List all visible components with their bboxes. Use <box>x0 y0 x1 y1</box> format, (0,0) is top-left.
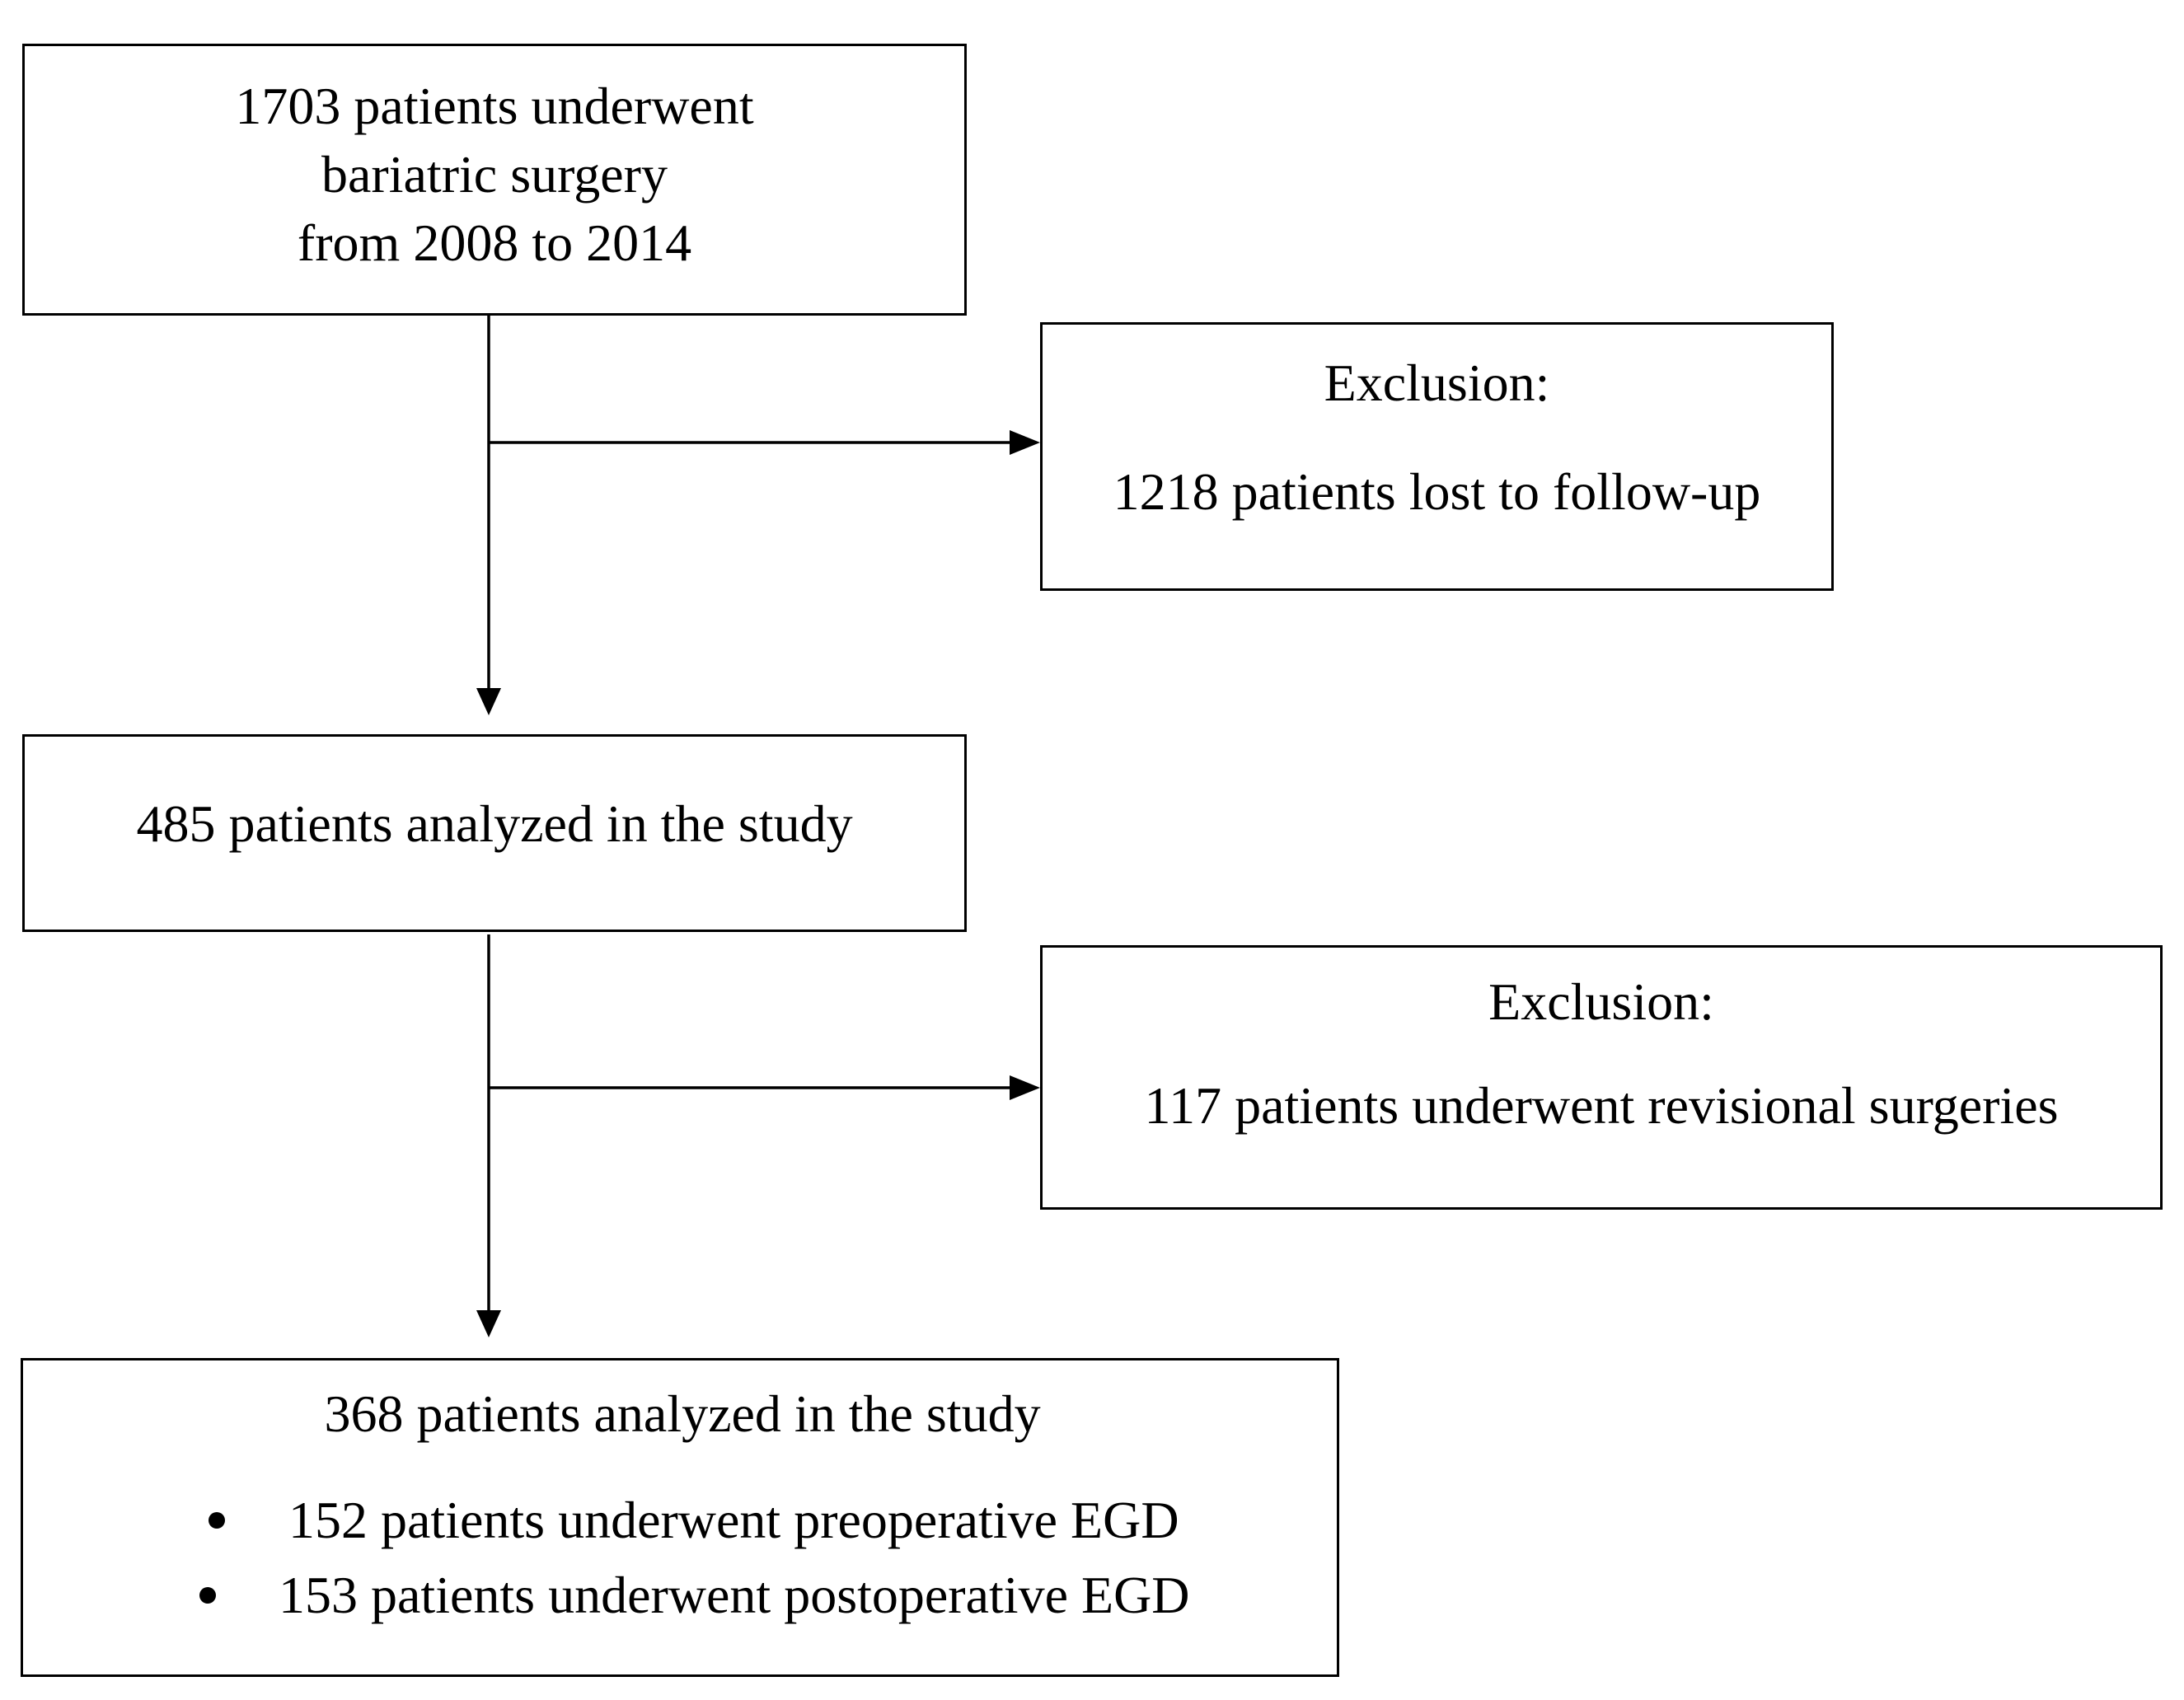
final-box: 368 patients analyzed in the study 152 p… <box>21 1358 1339 1677</box>
exclusion-2-heading: Exclusion: <box>1488 972 1714 1031</box>
bullet-dot-1 <box>209 1512 225 1529</box>
arrow-to-exclusion-2 <box>489 1075 1040 1100</box>
start-line-3: from 2008 to 2014 <box>297 213 692 272</box>
middle-text: 485 patients analyzed in the study <box>136 794 853 853</box>
arrow-start-to-middle <box>476 315 501 715</box>
start-line-2: bariatric surgery <box>321 145 668 204</box>
final-heading: 368 patients analyzed in the study <box>324 1384 1041 1443</box>
exclusion-1-text: 1218 patients lost to follow-up <box>1113 462 1761 521</box>
exclusion-box-2: Exclusion: 117 patients underwent revisi… <box>1040 945 2163 1210</box>
final-bullet-1: 152 patients underwent preoperative EGD <box>288 1491 1179 1549</box>
exclusion-box-1: Exclusion: 1218 patients lost to follow-… <box>1040 322 1834 591</box>
exclusion-1-heading: Exclusion: <box>1324 354 1550 412</box>
start-box: 1703 patients underwent bariatric surger… <box>22 44 967 316</box>
final-bullet-2: 153 patients underwent postoperative EGD <box>279 1566 1190 1624</box>
arrow-middle-to-final <box>476 934 501 1337</box>
middle-box: 485 patients analyzed in the study <box>22 734 967 932</box>
arrow-to-exclusion-1 <box>489 430 1040 455</box>
bullet-dot-2 <box>199 1587 216 1604</box>
start-line-1: 1703 patients underwent <box>235 77 754 135</box>
exclusion-2-text: 117 patients underwent revisional surger… <box>1144 1076 2059 1135</box>
